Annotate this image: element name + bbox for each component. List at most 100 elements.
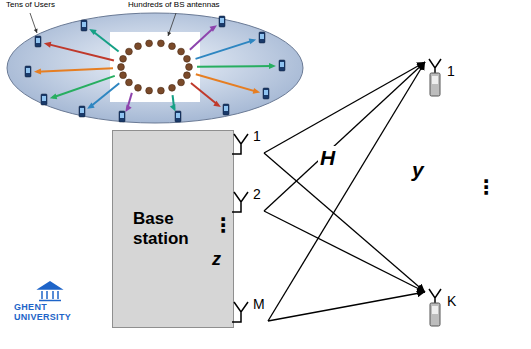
bs-antenna-dot	[146, 87, 153, 94]
bs-antenna-dot	[186, 64, 193, 71]
leader-arrowhead	[34, 29, 38, 33]
bs-antenna-dot	[184, 72, 191, 79]
bs-antenna-dot	[184, 55, 191, 62]
ellipsis-dots: ⋮	[213, 214, 233, 236]
user-link-arrow	[190, 27, 215, 50]
phone-screen	[220, 18, 224, 23]
channel-arrow	[264, 62, 425, 153]
phone-screen	[26, 68, 30, 73]
antenna-index: 1	[253, 129, 261, 144]
ellipsis-dots: ⋮	[476, 176, 496, 198]
user-link-arrowhead	[50, 93, 58, 99]
user-link-arrowhead	[87, 103, 95, 109]
user-link-arrowhead	[213, 101, 221, 107]
user-link-arrow	[196, 40, 254, 59]
antenna-index: M	[253, 297, 265, 312]
bs-antenna-dot	[178, 48, 185, 55]
bs-antenna-dot	[178, 79, 185, 86]
phone-screen	[80, 108, 84, 113]
channel-symbol: H	[318, 146, 337, 169]
user-link-arrowhead	[89, 29, 97, 35]
bs-antenna-dot	[146, 40, 153, 47]
logo-text: GHENT UNIVERSITY	[14, 303, 78, 323]
channel-arrow	[264, 153, 425, 292]
bs-antenna-dot	[135, 84, 142, 91]
user-link-arrow	[197, 65, 273, 68]
user-phone	[175, 111, 181, 122]
user-link-arrow	[47, 44, 114, 61]
user-link-arrowhead	[253, 88, 261, 94]
bs-array-ground	[110, 32, 200, 102]
antenna-index: 2	[253, 187, 261, 202]
signal-symbol: y	[410, 158, 426, 181]
user-link-arrow	[191, 83, 218, 105]
phone-screen	[176, 113, 180, 118]
signal-symbol: z	[212, 250, 221, 270]
user-index: K	[447, 294, 456, 309]
user-link-arrow	[92, 31, 119, 52]
bs-antenna-dot	[158, 40, 165, 47]
phone-screen	[264, 90, 268, 95]
user-phone	[81, 20, 87, 31]
user-terminal: K	[426, 288, 460, 328]
phone-screen	[280, 62, 284, 67]
bs-antenna-dot	[126, 79, 133, 86]
phone-screen	[36, 38, 40, 43]
antenna-symbol	[232, 190, 250, 216]
phone-screen	[260, 34, 264, 39]
bs-antenna: 1	[232, 132, 264, 158]
bs-antenna-dot	[135, 43, 142, 50]
user-phone	[259, 32, 265, 43]
bs-antenna-dot	[169, 43, 176, 50]
channel-arrow	[264, 211, 425, 292]
user-phone	[41, 94, 47, 105]
user-link-arrow	[196, 74, 257, 92]
user-phone	[263, 88, 269, 99]
bs-antenna-dot	[126, 48, 133, 55]
antenna-symbol	[232, 300, 250, 326]
phone-symbol	[426, 58, 444, 98]
leader-arrowhead	[167, 32, 171, 36]
bs-antenna-dot	[169, 84, 176, 91]
user-phone	[223, 104, 229, 115]
user-link-arrow	[90, 83, 120, 107]
bs-antenna-dot	[120, 72, 127, 79]
ghent-logo-icon	[39, 282, 61, 301]
user-phone	[219, 16, 225, 27]
callout-label: Tens of Users	[6, 1, 55, 10]
callout-label: Hundreds of BS antennas	[128, 1, 220, 10]
user-index: 1	[447, 64, 455, 79]
user-link-arrowhead	[125, 104, 131, 111]
user-arrows	[25, 13, 285, 122]
user-link-arrow	[37, 68, 113, 71]
phone-screen	[82, 22, 86, 27]
user-link-arrowhead	[170, 104, 176, 112]
user-link-arrowhead	[269, 63, 276, 69]
user-phone	[119, 111, 125, 122]
phone-screen	[42, 96, 46, 101]
phone-screen	[120, 113, 124, 118]
user-phone	[279, 60, 285, 71]
user-link-arrowhead	[249, 39, 257, 45]
bs-antenna-dot	[158, 87, 165, 94]
user-link-arrowhead	[44, 42, 51, 48]
bs-antenna: M	[232, 300, 268, 326]
cell-ellipse	[7, 13, 303, 123]
leader-line	[30, 13, 37, 33]
channel-arrow	[268, 292, 425, 321]
user-phone	[25, 66, 31, 77]
user-link-arrowhead	[210, 25, 217, 31]
antenna-symbol	[232, 132, 250, 158]
channel-arrow	[264, 62, 425, 211]
user-phone	[35, 36, 41, 47]
user-terminal: 1	[426, 58, 458, 98]
bs-antenna-dot	[118, 64, 125, 71]
phone-screen	[224, 106, 228, 111]
node-title: Base station	[133, 209, 195, 248]
user-phone	[79, 106, 85, 117]
phone-symbol	[426, 288, 444, 328]
leader-line	[168, 13, 176, 36]
user-link-arrowhead	[34, 68, 41, 74]
channel-arrow	[268, 62, 425, 321]
